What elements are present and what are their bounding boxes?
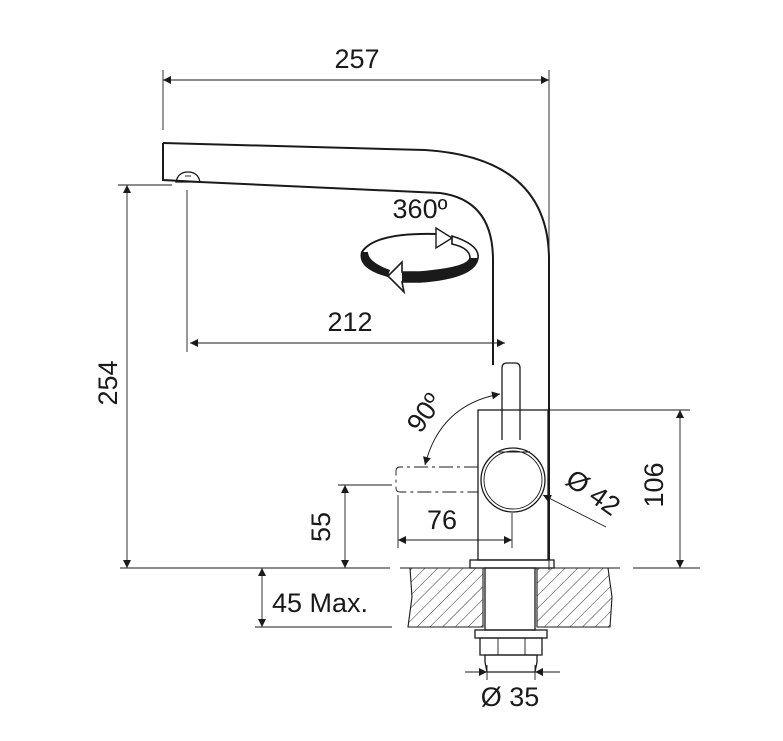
aerator — [175, 171, 201, 183]
label-90: 90º — [401, 388, 449, 438]
label-d35: Ø 35 — [481, 682, 540, 712]
dimension-counter-thickness: 45 Max. — [255, 568, 392, 628]
dimension-lever-angle: 90º — [401, 388, 501, 466]
lever-alternate-position — [395, 466, 478, 493]
countertop-section — [120, 567, 700, 631]
mounting-nut — [474, 629, 548, 673]
dimension-overall-width: 257 — [162, 44, 550, 570]
faucet-spout — [162, 142, 550, 560]
label-360: 360º — [393, 194, 448, 224]
dimension-shank-diameter: Ø 35 — [465, 665, 560, 712]
label-212: 212 — [327, 307, 372, 337]
label-76: 76 — [427, 505, 457, 535]
dimension-body-height: 106 — [639, 410, 684, 568]
label-254: 254 — [93, 360, 123, 405]
label-d42: Ø 42 — [561, 464, 626, 522]
dimension-overall-height: 254 — [93, 184, 172, 568]
label-45-max: 45 Max. — [272, 588, 368, 618]
label-257: 257 — [334, 44, 379, 74]
dimension-lever-height: 55 — [306, 484, 392, 568]
dimension-spout-reach: 212 — [186, 190, 505, 352]
rotation-indicator: 360º — [360, 194, 479, 295]
label-106: 106 — [639, 462, 669, 507]
handle — [480, 447, 546, 513]
label-55: 55 — [306, 512, 336, 542]
dimension-handle-diameter: Ø 42 — [542, 464, 626, 528]
dimension-lever-reach: 76 — [397, 495, 513, 548]
